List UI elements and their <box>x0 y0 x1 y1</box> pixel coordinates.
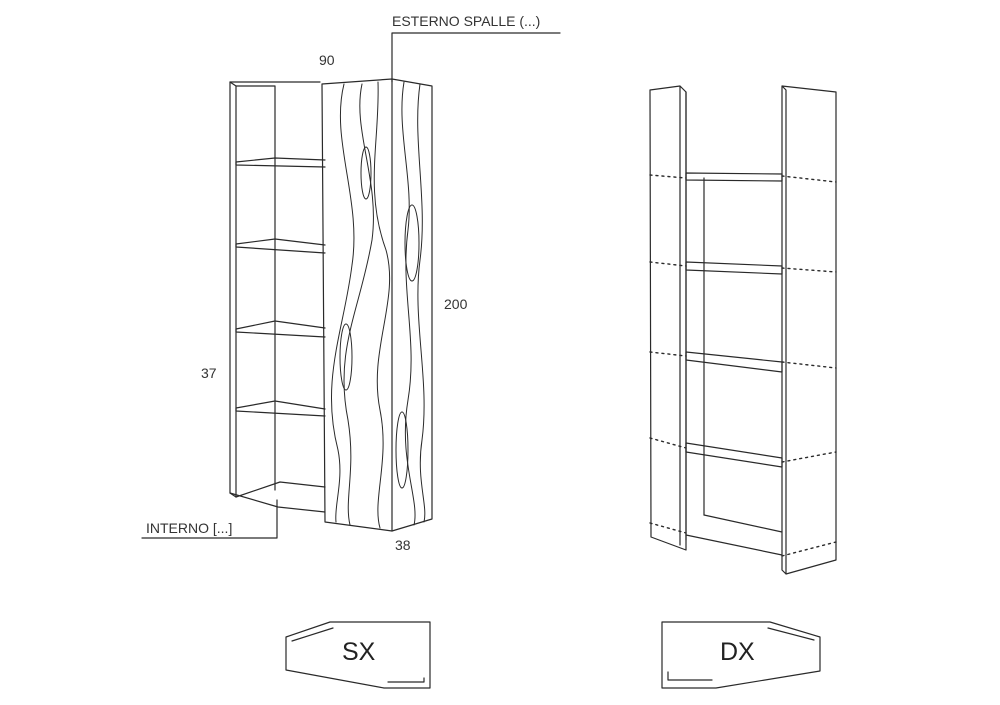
dx-badge-inner-edge <box>667 627 815 681</box>
right-bookcase-right-panel <box>781 85 837 575</box>
left-bookcase-bottom <box>229 481 326 513</box>
wood-knot-1 <box>360 146 372 200</box>
exterior-callout-leader <box>391 32 561 83</box>
sx-variant-label: SX <box>342 638 376 666</box>
right-shelf-bottom <box>685 514 783 556</box>
left-shelf-2 <box>235 238 326 254</box>
sx-badge-outline <box>285 621 431 689</box>
interior-callout-leader <box>141 499 278 539</box>
left-shelf-3 <box>235 320 326 338</box>
right-shelf-2 <box>685 261 783 275</box>
height-label: 200 <box>444 296 468 312</box>
sx-badge <box>285 621 431 689</box>
right-bookcase <box>649 85 837 575</box>
wood-knot-4 <box>395 411 409 489</box>
interior-callout-label: INTERNO [...] <box>146 520 233 536</box>
sx-badge-inner-edge <box>291 627 425 683</box>
dx-badge-outline <box>661 621 821 689</box>
left-shelf-4 <box>235 400 326 417</box>
dotted-joint-lines <box>649 174 837 557</box>
wood-knot-2 <box>404 204 420 282</box>
left-bookcase-top <box>229 81 321 491</box>
right-bookcase-shelves <box>685 172 783 556</box>
top-width-label: 90 <box>319 52 335 68</box>
wood-knot-3 <box>339 323 353 391</box>
right-bookcase-left-panel <box>649 85 687 551</box>
right-bookcase-inner <box>685 91 705 541</box>
right-shelf-1 <box>685 172 783 182</box>
decorated-side-panel <box>321 78 433 532</box>
left-shelf-1 <box>235 157 326 168</box>
side-depth-label: 37 <box>201 365 217 381</box>
right-shelf-4 <box>685 442 783 468</box>
exterior-callout-label: ESTERNO SPALLE (...) <box>392 13 541 29</box>
left-bookcase-shelves <box>235 157 326 417</box>
right-shelf-3 <box>685 351 783 373</box>
dx-badge <box>661 621 821 689</box>
left-bookcase-back-side <box>229 81 237 498</box>
bottom-depth-label: 38 <box>395 537 411 553</box>
wood-grain-pattern <box>331 81 426 529</box>
dx-variant-label: DX <box>720 638 755 666</box>
left-bookcase <box>141 32 561 539</box>
